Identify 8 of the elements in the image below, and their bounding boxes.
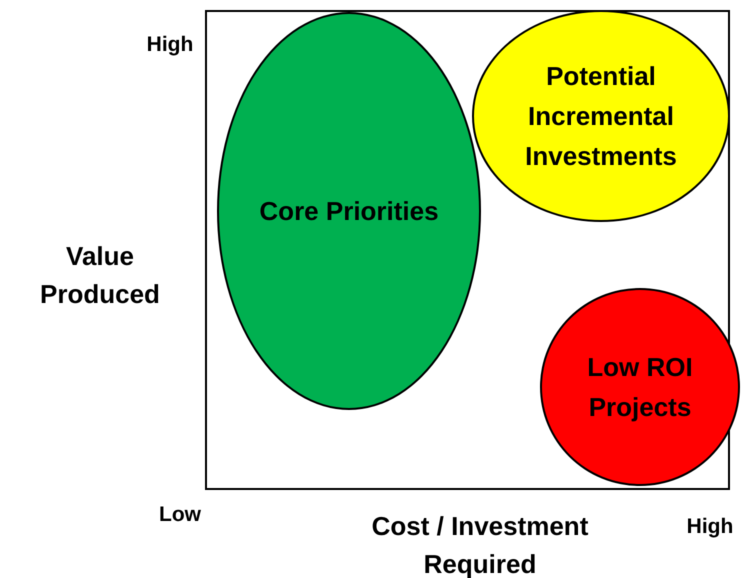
category-ellipse: Potential Incremental Investments (472, 10, 730, 222)
axis-title: Value Produced (39, 240, 161, 311)
axis-tick-label: High (686, 514, 734, 540)
category-ellipse: Core Priorities (217, 12, 481, 410)
axis-tick-label: Low (158, 502, 202, 528)
category-ellipse: Low ROI Projects (540, 288, 740, 486)
axis-tick-label: High (146, 32, 194, 58)
axis-title: Cost / Investment Required (370, 510, 590, 578)
